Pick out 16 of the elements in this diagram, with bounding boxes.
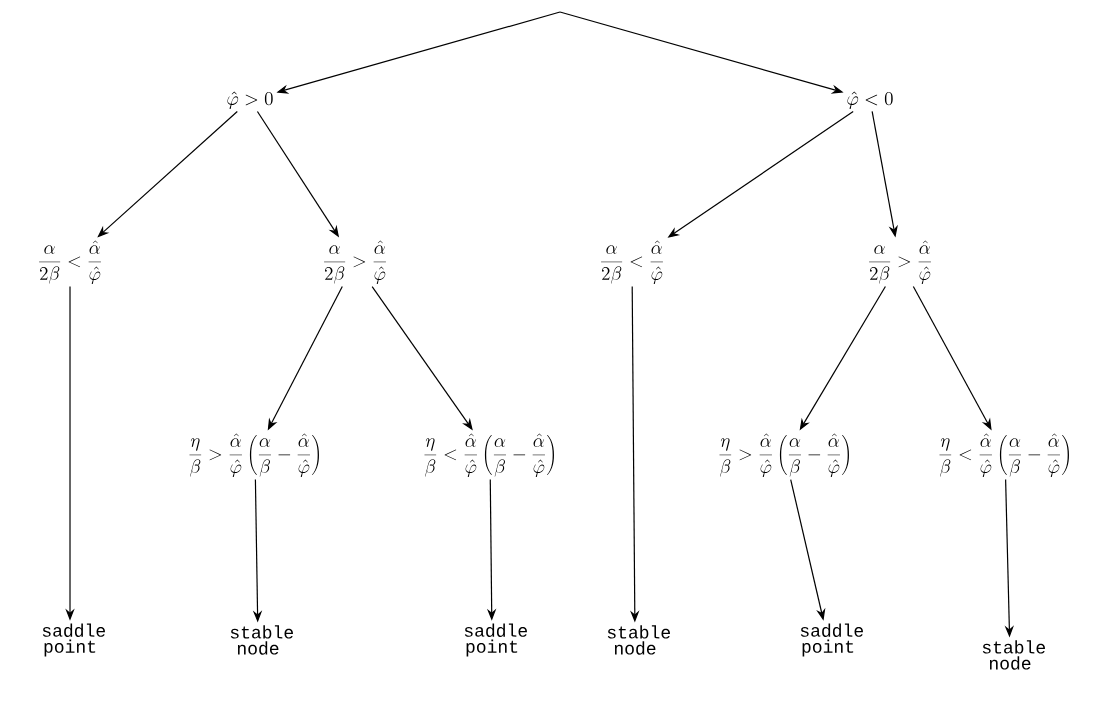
condition-formula: $\hat{\varphi} > 0$ [227,91,273,109]
condition-formula: $\frac{\alpha}{2\beta} < \frac{\hat{\alpha}}{\hat{\varphi}}$ [601,240,663,284]
condition-formula: $\frac{\eta}{\beta} < \frac{\hat{\alpha}}{\hat{\varphi}}\left(\frac{\alpha}{\beta} - \frac{\hat{\alpha}}{\hat{\varphi}}\right)$ [939,433,1069,477]
condition-formula: $\hat{\varphi} < 0$ [847,91,893,109]
condition-formula: $\frac{\alpha}{2\beta} > \frac{\hat{\alpha}}{\hat{\varphi}}$ [869,240,931,284]
outcome-label: stable node [607,625,670,655]
outcome-label: stable node [230,625,293,655]
outcome-label: stable node [982,640,1045,670]
condition-formula: $\frac{\eta}{\beta} > \frac{\hat{\alpha}}{\hat{\varphi}}\left(\frac{\alpha}{\beta} - \frac{\hat{\alpha}}{\hat{\varphi}}\right)$ [189,433,319,477]
condition-formula: $\frac{\eta}{\beta} > \frac{\hat{\alpha}}{\hat{\varphi}}\left(\frac{\alpha}{\beta} - \frac{\hat{\alpha}}{\hat{\varphi}}\right)$ [719,433,849,477]
outcome-label: saddle point [42,623,105,657]
condition-formula: $\frac{\alpha}{2\beta} > \frac{\hat{\alpha}}{\hat{\varphi}}$ [324,240,386,284]
condition-formula: $\frac{\eta}{\beta} < \frac{\hat{\alpha}}{\hat{\varphi}}\left(\frac{\alpha}{\beta} - \frac{\hat{\alpha}}{\hat{\varphi}}\right)$ [424,433,554,477]
condition-formula: $\frac{\alpha}{2\beta} < \frac{\hat{\alpha}}{\hat{\varphi}}$ [39,240,101,284]
outcome-label: saddle point [464,623,527,657]
outcome-label: saddle point [800,623,863,657]
